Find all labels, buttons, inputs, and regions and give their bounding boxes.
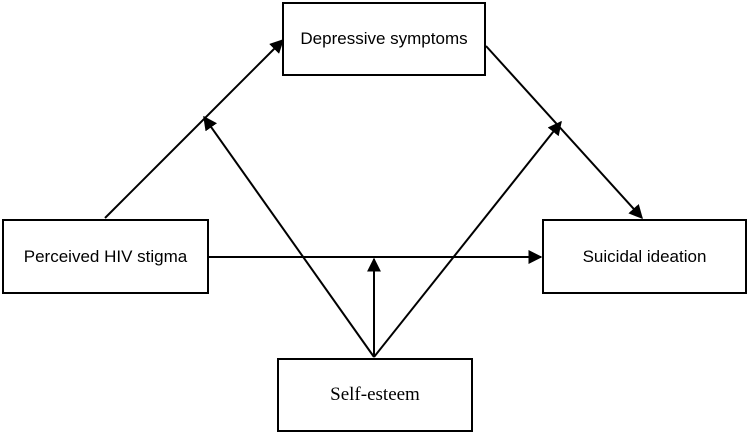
arrow-selfesteem-to-second-path: [373, 120, 562, 358]
suicidal-ideation-label: Suicidal ideation: [582, 246, 707, 266]
depressive-symptoms-box: Depressive symptoms: [282, 2, 486, 76]
arrow-depressive-to-suicidal: [485, 45, 643, 220]
arrow-stigma-to-depressive: [104, 39, 284, 219]
perceived-hiv-stigma-box: Perceived HIV stigma: [2, 219, 209, 294]
arrow-selfesteem-to-first-path: [203, 115, 375, 358]
self-esteem-box: Self-esteem: [277, 358, 473, 432]
suicidal-ideation-box: Suicidal ideation: [542, 219, 747, 294]
perceived-hiv-stigma-label: Perceived HIV stigma: [23, 246, 188, 266]
depressive-symptoms-label: Depressive symptoms: [300, 29, 468, 48]
self-esteem-label: Self-esteem: [330, 384, 420, 405]
